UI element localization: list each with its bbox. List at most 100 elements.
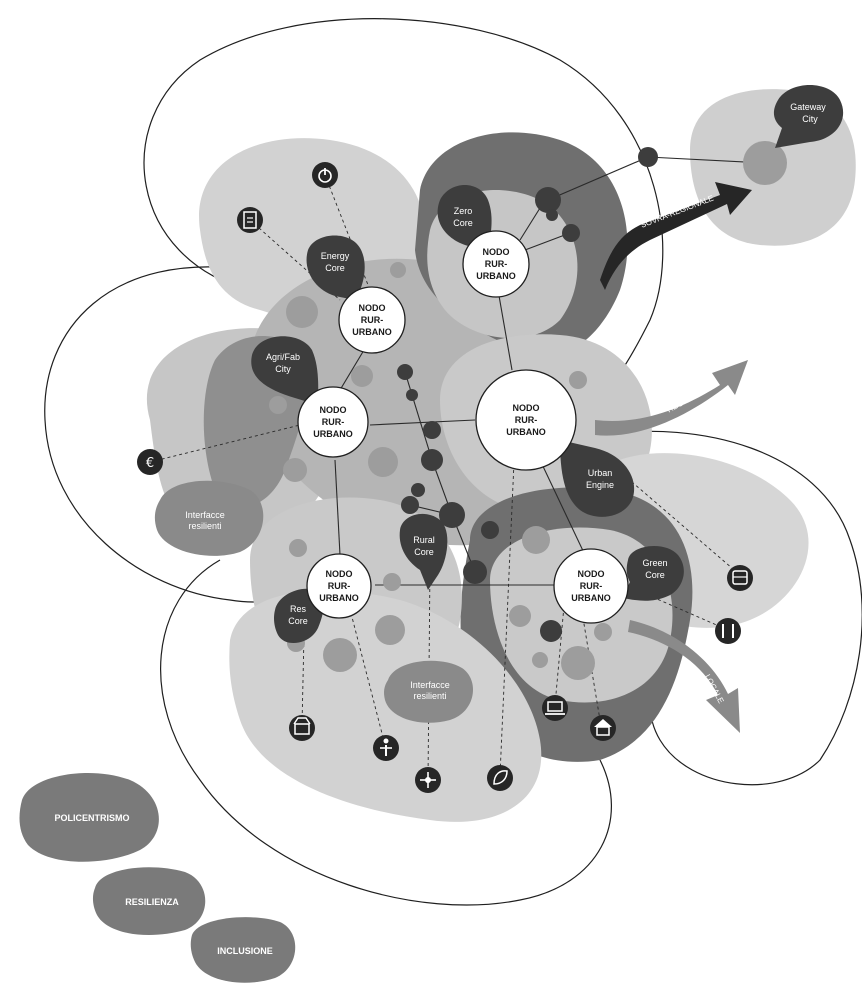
- arrow-regione-shape: [595, 360, 748, 436]
- core-zero: Zero Core: [437, 185, 492, 252]
- node-1-line3: URBANO: [352, 327, 392, 337]
- core-gateway-line2: City: [802, 114, 818, 124]
- node-1-line1: NODO: [359, 303, 386, 313]
- move-icon: [415, 767, 441, 793]
- shop-icon: [289, 715, 315, 741]
- core-gateway-shape: [773, 85, 844, 148]
- link-node4-node6: [539, 459, 586, 556]
- interface-left: Interfacce resilienti: [154, 480, 264, 556]
- outline-loop-bottom: [160, 559, 612, 906]
- svg-text:€: €: [146, 456, 154, 471]
- node-4-line1: NODO: [513, 403, 540, 413]
- arrow-sovra-shape: [600, 182, 752, 290]
- dot: [323, 638, 357, 672]
- core-urban-engine-line2: Engine: [586, 480, 614, 490]
- principle-resilienza: RESILIENZA: [92, 867, 206, 935]
- link-node2-node4: [497, 289, 513, 371]
- node-6-line2: RUR-: [580, 581, 603, 591]
- dark-dot: [481, 521, 499, 539]
- dark-dot: [546, 209, 558, 221]
- connector-leaf: [499, 439, 516, 776]
- interface-bottom-line1: Interfacce: [410, 680, 450, 690]
- core-rural: Rural Core: [399, 513, 448, 590]
- principle-resilienza-shape: [92, 867, 206, 935]
- dot: [522, 526, 550, 554]
- dot: [509, 605, 531, 627]
- interface-left-line1: Interfacce: [185, 510, 225, 520]
- dot: [375, 615, 405, 645]
- node-5: NODO RUR- URBANO: [306, 553, 372, 619]
- core-agrifab: Agri/Fab City: [251, 336, 319, 405]
- dark-dots: [397, 147, 658, 642]
- connector-shop: [301, 589, 306, 726]
- core-zero-shape: [437, 185, 492, 252]
- interface-bottom-line2: resilienti: [413, 691, 446, 701]
- principle-resilienza-label: RESILIENZA: [125, 897, 179, 907]
- dark-dot: [535, 187, 561, 213]
- link-hub-gateway: [547, 156, 649, 201]
- principle-inclusione-shape: [190, 917, 296, 983]
- dark-dot: [540, 620, 562, 642]
- node-2-line1: NODO: [483, 247, 510, 257]
- core-agrifab-shape: [251, 336, 319, 405]
- core-rural-line1: Rural: [413, 535, 435, 545]
- dot: [286, 296, 318, 328]
- core-rural-shape: [399, 513, 448, 590]
- dot: [289, 539, 307, 557]
- dot: [569, 371, 587, 389]
- link-node3-node4: [369, 419, 476, 426]
- dot: [594, 623, 612, 641]
- principle-policentrismo-label: POLICENTRISMO: [54, 813, 129, 823]
- bus-icon: [727, 565, 753, 591]
- core-green: Green Core: [622, 545, 684, 601]
- region-blob-bottom-large: [229, 590, 542, 822]
- node-3: NODO RUR- URBANO: [297, 386, 369, 458]
- dark-dot: [406, 389, 418, 401]
- node-4: NODO RUR- URBANO: [475, 369, 577, 471]
- outline-loop-left: [44, 266, 301, 603]
- dot: [390, 262, 406, 278]
- node-4-circle: [475, 369, 577, 471]
- dark-dot: [411, 483, 425, 497]
- core-energy-line1: Energy: [321, 251, 350, 261]
- core-res-line1: Res: [290, 604, 307, 614]
- core-urban-engine: Urban Engine: [560, 440, 635, 517]
- dark-dot: [401, 496, 419, 514]
- core-gateway-line1: Gateway: [790, 102, 826, 112]
- principle-policentrismo: POLICENTRISMO: [19, 772, 159, 862]
- arrow-locale-shape: [628, 620, 740, 733]
- dot: [368, 447, 398, 477]
- euro-icon: €: [137, 449, 163, 475]
- core-energy-shape: [306, 235, 365, 300]
- connector-euro: [149, 424, 301, 463]
- node-2: NODO RUR- URBANO: [462, 230, 530, 298]
- node-3-line3: URBANO: [313, 429, 353, 439]
- node-6-line1: NODO: [578, 569, 605, 579]
- dot: [351, 365, 373, 387]
- dot: [283, 458, 307, 482]
- dark-dot: [423, 421, 441, 439]
- node-1-circle: [338, 286, 406, 354]
- dark-dot: [638, 147, 658, 167]
- node-1: NODO RUR- URBANO: [338, 286, 406, 354]
- node-5-line1: NODO: [326, 569, 353, 579]
- core-urban-engine-line1: Urban: [588, 468, 613, 478]
- dark-dot: [562, 224, 580, 242]
- dot: [383, 573, 401, 591]
- node-6: NODO RUR- URBANO: [553, 548, 629, 624]
- core-rural-line2: Core: [414, 547, 434, 557]
- node-2-line3: URBANO: [476, 271, 516, 281]
- core-energy-line2: Core: [325, 263, 345, 273]
- node-4-line2: RUR-: [515, 415, 538, 425]
- dot: [743, 141, 787, 185]
- school-icon: [590, 715, 616, 741]
- dot: [561, 646, 595, 680]
- node-6-line3: URBANO: [571, 593, 611, 603]
- interface-left-shape: [154, 480, 264, 556]
- dark-dot: [397, 364, 413, 380]
- core-green-shape: [622, 545, 684, 601]
- connector-document: [249, 219, 341, 301]
- node-3-line1: NODO: [320, 405, 347, 415]
- tools-icon: [715, 618, 741, 644]
- node-5-line2: RUR-: [328, 581, 351, 591]
